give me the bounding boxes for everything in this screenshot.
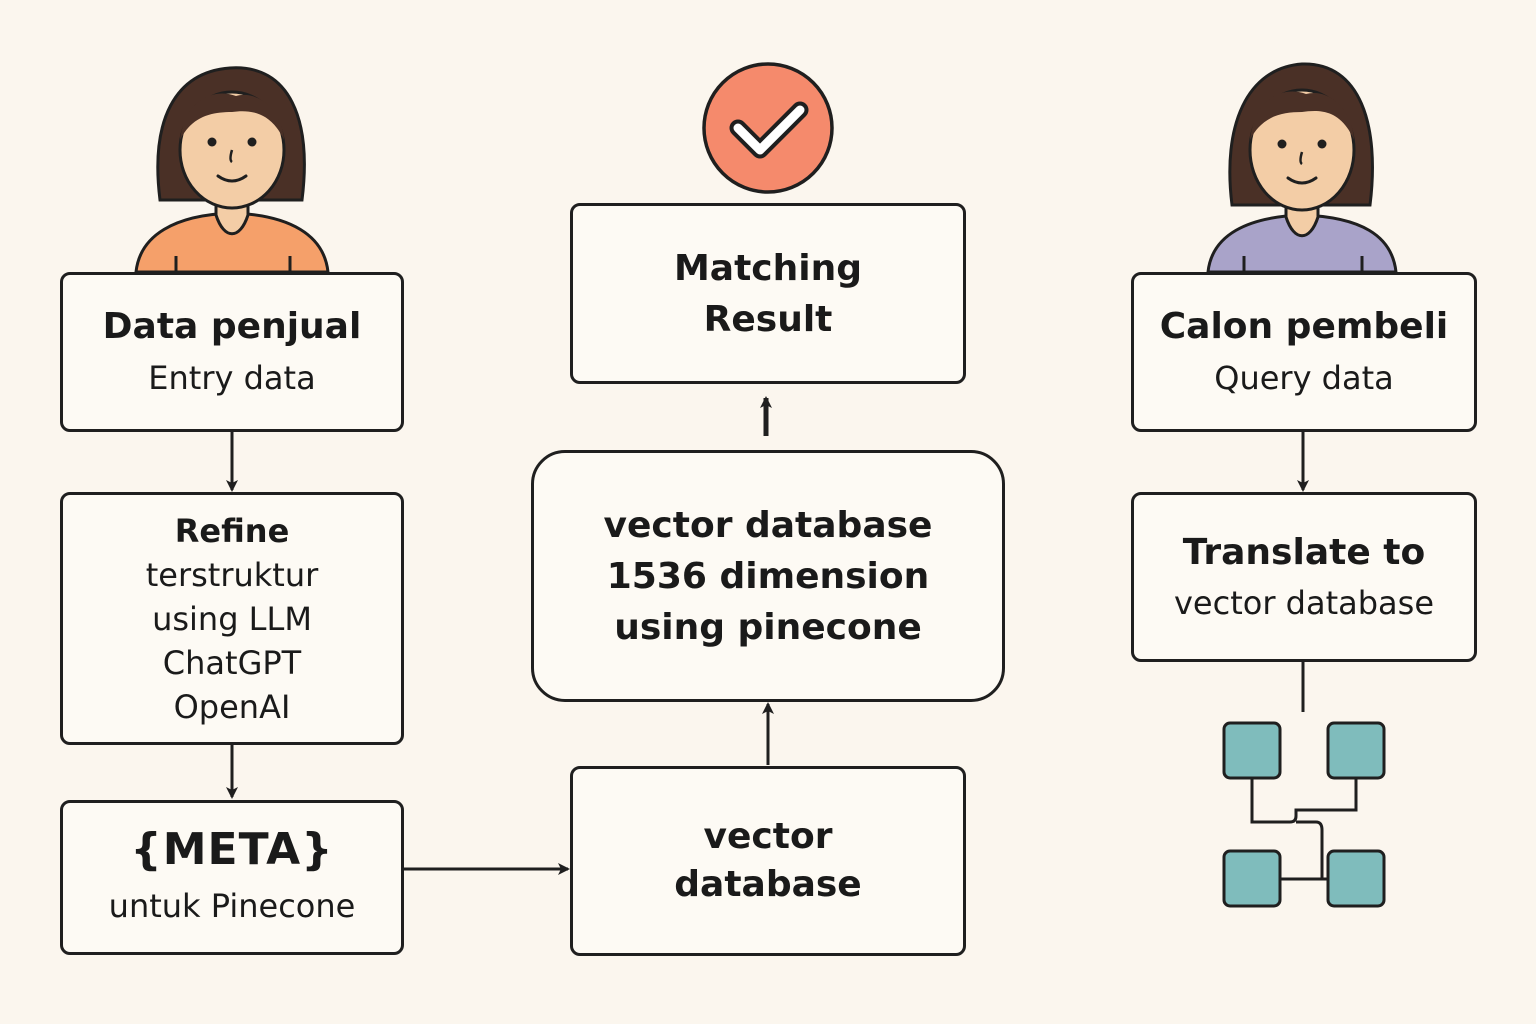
vector-main-line-3: using pinecone [614, 606, 922, 648]
seller-avatar-icon [134, 66, 330, 274]
vector-db-main-box: vector database 1536 dimension using pin… [531, 450, 1005, 702]
check-icon [702, 62, 834, 194]
buyer-subtitle: Query data [1214, 358, 1394, 397]
translate-line-1: Translate to [1182, 532, 1426, 573]
matching-result-box: Matching Result [570, 203, 966, 384]
seller-title: Data penjual [102, 305, 362, 347]
meta-box: {META} untuk Pinecone [60, 800, 404, 955]
vector-main-line-1: vector database [603, 504, 933, 546]
translate-box: Translate to vector database [1131, 492, 1477, 662]
translate-line-2: vector database [1173, 584, 1435, 622]
matching-line-2: Result [703, 298, 833, 340]
refine-line-3: using LLM [152, 599, 312, 638]
buyer-avatar-icon [1206, 62, 1398, 274]
vector-db-line-2: database [674, 864, 862, 905]
refine-line-5: OpenAI [173, 687, 291, 726]
meta-subtitle: untuk Pinecone [108, 886, 356, 925]
vector-db-box: vector database [570, 766, 966, 956]
vector-db-line-1: vector [703, 816, 833, 857]
seller-box: Data penjual Entry data [60, 272, 404, 432]
refine-box: Refine terstruktur using LLM ChatGPT Ope… [60, 492, 404, 745]
matching-line-1: Matching [673, 247, 863, 289]
refine-line-1: Refine [174, 511, 290, 550]
seller-subtitle: Entry data [148, 358, 316, 397]
vector-nodes-icon [1222, 721, 1386, 908]
refine-line-2: terstruktur [145, 555, 319, 594]
vector-main-line-2: 1536 dimension [606, 555, 930, 597]
connector-arrows [226, 396, 1309, 875]
buyer-title: Calon pembeli [1159, 305, 1449, 347]
meta-title: {META} [130, 823, 334, 875]
buyer-box: Calon pembeli Query data [1131, 272, 1477, 432]
refine-line-4: ChatGPT [162, 643, 302, 682]
